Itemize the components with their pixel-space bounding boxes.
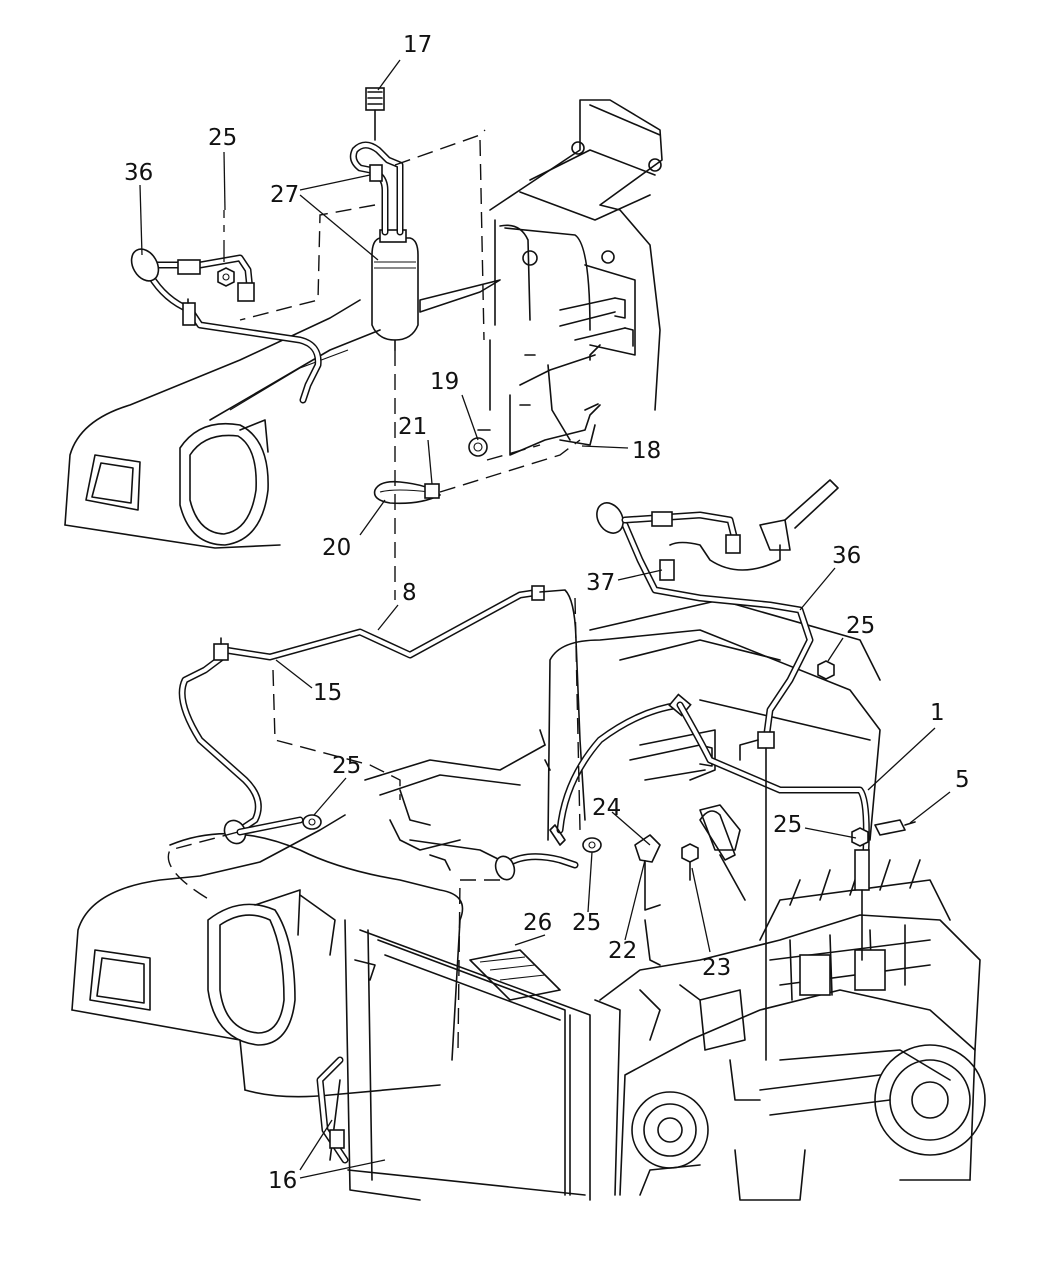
callout-15: 15 <box>313 680 342 706</box>
callout-labels: 17 25 36 27 19 21 18 20 8 36 37 25 15 1 … <box>124 32 970 1194</box>
callout-22: 22 <box>608 938 637 964</box>
callout-25-right-upper: 25 <box>846 613 875 639</box>
nut-icon <box>217 267 235 287</box>
upper-dashed-guides <box>239 129 581 600</box>
mounting-strap <box>373 480 441 505</box>
lower-firewall-assembly <box>364 599 881 901</box>
callout-19: 19 <box>430 369 459 395</box>
callout-27: 27 <box>270 182 299 208</box>
callout-23: 23 <box>702 955 731 981</box>
accumulator-drier <box>349 87 419 351</box>
callout-36-lower: 36 <box>832 543 861 569</box>
callout-25-right-lower: 25 <box>773 812 802 838</box>
callout-37: 37 <box>586 570 615 596</box>
callout-24: 24 <box>592 795 621 821</box>
callout-21: 21 <box>398 414 427 440</box>
callout-18: 18 <box>632 438 661 464</box>
callout-17: 17 <box>403 32 432 58</box>
lower-fender-assembly <box>71 814 464 1098</box>
callout-25-top: 25 <box>208 125 237 151</box>
callout-5: 5 <box>955 767 970 793</box>
callout-25-left: 25 <box>332 753 361 779</box>
condenser-radiator <box>329 919 621 1201</box>
callout-26: 26 <box>523 910 552 936</box>
callout-8: 8 <box>402 580 417 606</box>
engine-assembly <box>599 859 986 1201</box>
callout-25-center: 25 <box>572 910 601 936</box>
lower-small-parts <box>302 660 916 966</box>
upper-firewall-assembly <box>468 99 663 457</box>
lower-ac-lines <box>178 479 870 1164</box>
callout-leader-lines <box>139 59 951 1179</box>
upper-ac-lines <box>130 248 322 404</box>
lower-dashed-guides <box>167 597 581 1051</box>
callout-36-top: 36 <box>124 160 153 186</box>
callout-20: 20 <box>322 535 351 561</box>
callout-1: 1 <box>930 700 945 726</box>
callout-16: 16 <box>268 1168 297 1194</box>
upper-fender-assembly <box>64 279 501 549</box>
